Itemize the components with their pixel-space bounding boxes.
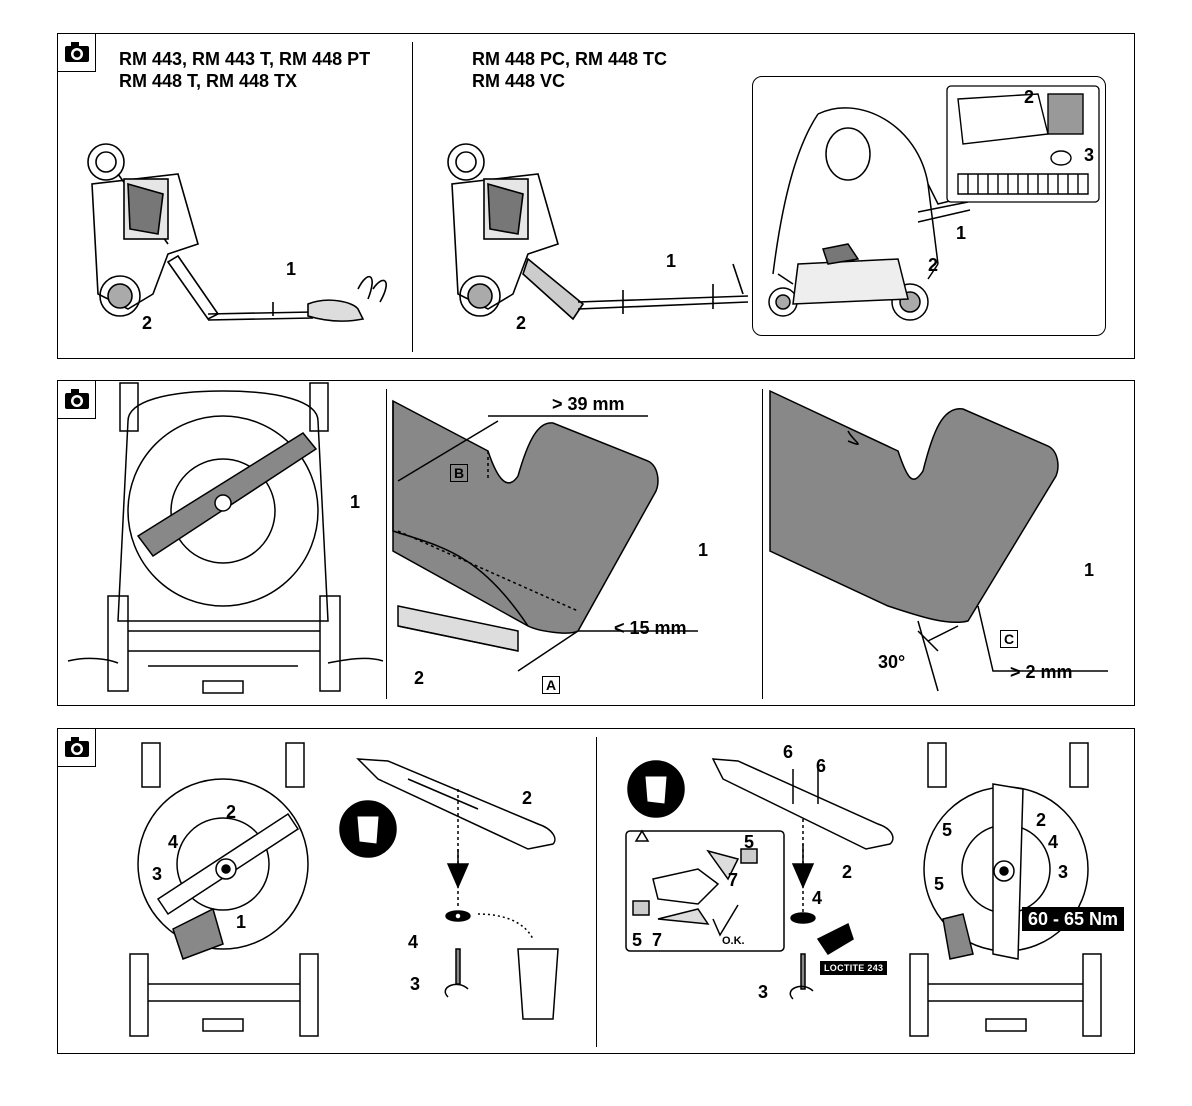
callout-1: 1 <box>698 541 708 559</box>
panel-blade-replacement: 2 4 3 1 2 4 3 6 6 5 7 5 7 O.K. 2 4 LOCTI… <box>57 728 1135 1054</box>
callout-4: 4 <box>408 933 418 951</box>
callout-7: 7 <box>652 931 662 949</box>
callout-6: 6 <box>816 757 826 775</box>
threadlocker-label: LOCTITE 243 <box>820 961 887 975</box>
callout-6: 6 <box>783 743 793 761</box>
callout-3: 3 <box>152 865 162 883</box>
callout-5: 5 <box>934 875 944 893</box>
ok-check-label: O.K. <box>722 935 745 947</box>
callout-7: 7 <box>728 871 738 889</box>
callout-4: 4 <box>812 889 822 907</box>
callout-1: 1 <box>1084 561 1094 579</box>
operator-inset-illustration <box>58 34 1136 360</box>
callout-5: 5 <box>632 931 642 949</box>
callout-4: 4 <box>1048 833 1058 851</box>
label-box-a: A <box>542 675 560 694</box>
angle-label: 30° <box>878 653 905 671</box>
panel-blade-inspection: 1 > 39 mm B 1 < 15 mm 2 A 1 30° C > 2 mm <box>57 380 1135 706</box>
dimension-edge: > 2 mm <box>1010 663 1073 681</box>
callout-2: 2 <box>226 803 236 821</box>
callout-4: 4 <box>168 833 178 851</box>
callout-1: 1 <box>956 224 966 242</box>
dimension-min-width: > 39 mm <box>552 395 625 413</box>
callout-3: 3 <box>1058 863 1068 881</box>
callout-2: 2 <box>414 669 424 687</box>
torque-spec-label: 60 - 65 Nm <box>1022 907 1124 931</box>
blade-removal-and-install <box>58 729 1136 1055</box>
callout-5: 5 <box>942 821 952 839</box>
callout-2: 2 <box>522 789 532 807</box>
callout-1: 1 <box>236 913 246 931</box>
callout-2: 2 <box>928 256 938 274</box>
callout-2: 2 <box>1036 811 1046 829</box>
callout-3: 3 <box>1084 146 1094 164</box>
panel-mounting-handle: RM 443, RM 443 T, RM 448 PT RM 448 T, RM… <box>57 33 1135 359</box>
callout-2: 2 <box>1024 88 1034 106</box>
mower-underside-blade <box>58 381 1136 707</box>
label-box-b: B <box>450 463 468 482</box>
callout-1: 1 <box>350 493 360 511</box>
callout-3: 3 <box>758 983 768 1001</box>
callout-3: 3 <box>410 975 420 993</box>
label-box-c: C <box>1000 629 1018 648</box>
callout-2: 2 <box>842 863 852 881</box>
callout-5: 5 <box>744 833 754 851</box>
dimension-max-wear: < 15 mm <box>614 619 687 637</box>
